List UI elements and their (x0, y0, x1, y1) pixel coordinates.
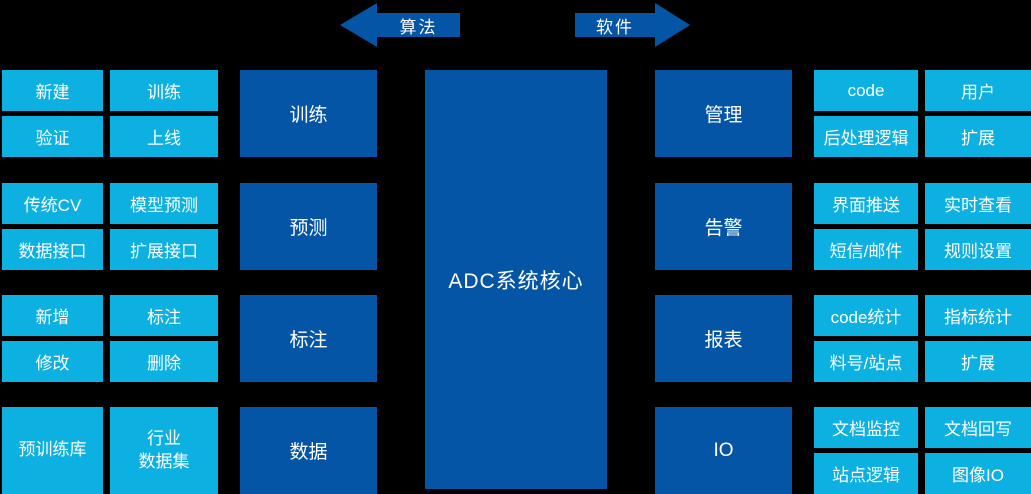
management-category-box: 管理 (655, 70, 792, 157)
report-category-box: 报表 (655, 295, 792, 382)
training-item-new: 新建 (2, 70, 103, 111)
io-category-box: IO (655, 407, 792, 494)
data-category-box: 数据 (240, 407, 377, 494)
core-box-label: ADC系统核心 (448, 269, 584, 293)
annotation-item-add: 新增 (2, 295, 103, 336)
core-box: ADC系统核心 (425, 70, 607, 489)
software-arrow-label: 软件 (596, 18, 634, 37)
prediction-item-data-interface: 数据接口 (2, 229, 103, 270)
left-arrow-icon (340, 3, 460, 47)
training-category-box: 训练 (240, 70, 377, 157)
alert-item-sms-email: 短信/邮件 (814, 229, 918, 270)
io-item-site-logic: 站点逻辑 (814, 453, 918, 494)
alert-item-rule-settings: 规则设置 (925, 229, 1031, 270)
training-item-validate: 验证 (2, 116, 103, 157)
annotation-category-box: 标注 (240, 295, 377, 382)
prediction-item-traditional-cv: 传统CV (2, 183, 103, 224)
data-item-industry-dataset: 行业 数据集 (110, 407, 218, 494)
management-item-code: code (814, 70, 918, 111)
management-item-post-logic: 后处理逻辑 (814, 116, 918, 157)
alert-item-realtime-view: 实时查看 (925, 183, 1031, 224)
alert-category-box: 告警 (655, 183, 792, 270)
prediction-item-model-predict: 模型预测 (110, 183, 218, 224)
annotation-item-annotate: 标注 (110, 295, 218, 336)
io-item-doc-monitor: 文档监控 (814, 407, 918, 448)
prediction-category-box: 预测 (240, 183, 377, 270)
training-item-online: 上线 (110, 116, 218, 157)
io-item-doc-writeback: 文档回写 (925, 407, 1031, 448)
right-arrow-icon (575, 3, 690, 47)
data-item-pretrain-lib: 预训练库 (2, 407, 103, 494)
io-item-image-io: 图像IO (925, 453, 1031, 494)
algorithm-arrow: 算法 (340, 2, 460, 49)
alert-item-ui-push: 界面推送 (814, 183, 918, 224)
report-item-part-site: 料号/站点 (814, 341, 918, 382)
report-item-extension: 扩展 (925, 341, 1031, 382)
prediction-item-ext-interface: 扩展接口 (110, 229, 218, 270)
report-item-metric-stats: 指标统计 (925, 295, 1031, 336)
report-item-code-stats: code统计 (814, 295, 918, 336)
annotation-item-modify: 修改 (2, 341, 103, 382)
management-item-user: 用户 (925, 70, 1031, 111)
software-arrow: 软件 (575, 2, 690, 49)
management-item-extension: 扩展 (925, 116, 1031, 157)
training-item-train: 训练 (110, 70, 218, 111)
algorithm-arrow-label: 算法 (399, 18, 438, 37)
annotation-item-delete: 删除 (110, 341, 218, 382)
